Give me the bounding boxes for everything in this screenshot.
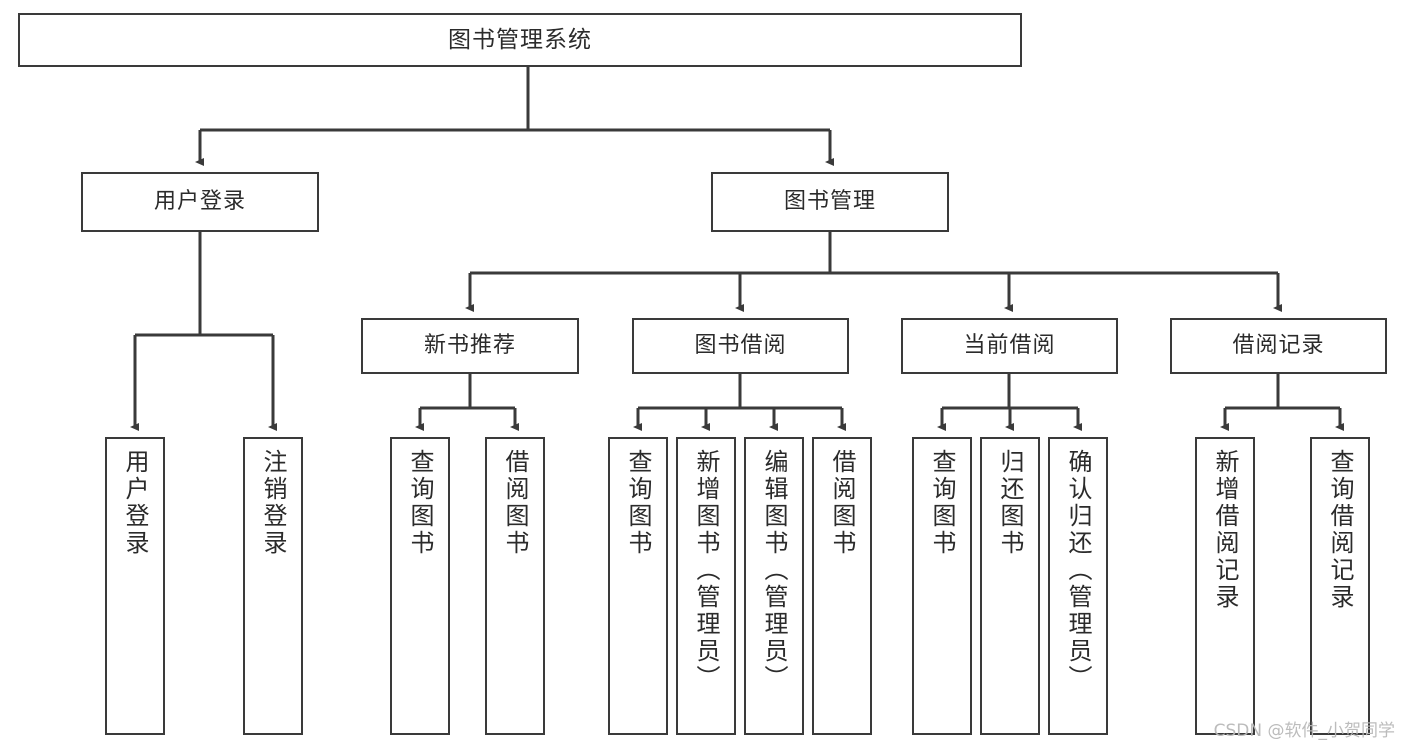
- node-label: 注销登录: [259, 449, 287, 557]
- node-label: 借阅记录: [1232, 333, 1325, 359]
- node-label: 借阅图书: [828, 449, 856, 557]
- node-user-login[interactable]: 用户登录: [81, 172, 319, 232]
- leaf-node[interactable]: 新增借阅记录: [1195, 437, 1255, 735]
- node-label: 当前借阅: [963, 333, 1056, 359]
- leaf-node[interactable]: 查询图书: [390, 437, 450, 735]
- node-label: 查询图书: [624, 449, 652, 557]
- node-root-system[interactable]: 图书管理系统: [18, 13, 1022, 67]
- leaf-node[interactable]: 借阅图书: [485, 437, 545, 735]
- node-label: 查询借阅记录: [1326, 449, 1354, 611]
- node-label: 图书管理: [783, 189, 876, 215]
- node-new-book-recommend[interactable]: 新书推荐: [361, 318, 579, 374]
- node-label: 确认归还（管理员）: [1064, 449, 1092, 692]
- node-label: 新增图书（管理员）: [692, 449, 720, 692]
- node-label: 编辑图书（管理员）: [760, 449, 788, 692]
- node-current-borrow[interactable]: 当前借阅: [901, 318, 1118, 374]
- leaf-node[interactable]: 编辑图书（管理员）: [744, 437, 804, 735]
- leaf-node[interactable]: 归还图书: [980, 437, 1040, 735]
- node-label: 用户登录: [153, 189, 246, 215]
- node-label: 新书推荐: [423, 333, 516, 359]
- node-label: 借阅图书: [501, 449, 529, 557]
- node-label: 图书管理系统: [448, 26, 592, 53]
- node-label: 查询图书: [928, 449, 956, 557]
- node-book-borrow[interactable]: 图书借阅: [632, 318, 849, 374]
- node-label: 新增借阅记录: [1211, 449, 1239, 611]
- node-label: 图书借阅: [694, 333, 787, 359]
- csdn-watermark: CSDN @软件_小贺同学: [1213, 721, 1395, 741]
- node-label: 用户登录: [121, 449, 149, 557]
- leaf-node[interactable]: 用户登录: [105, 437, 165, 735]
- leaf-node[interactable]: 查询图书: [912, 437, 972, 735]
- leaf-node[interactable]: 确认归还（管理员）: [1048, 437, 1108, 735]
- node-label: 查询图书: [406, 449, 434, 557]
- leaf-node[interactable]: 借阅图书: [812, 437, 872, 735]
- leaf-node[interactable]: 注销登录: [243, 437, 303, 735]
- node-book-management[interactable]: 图书管理: [711, 172, 949, 232]
- leaf-node[interactable]: 新增图书（管理员）: [676, 437, 736, 735]
- node-borrow-records[interactable]: 借阅记录: [1170, 318, 1387, 374]
- node-label: 归还图书: [996, 449, 1024, 557]
- leaf-node[interactable]: 查询借阅记录: [1310, 437, 1370, 735]
- leaf-node[interactable]: 查询图书: [608, 437, 668, 735]
